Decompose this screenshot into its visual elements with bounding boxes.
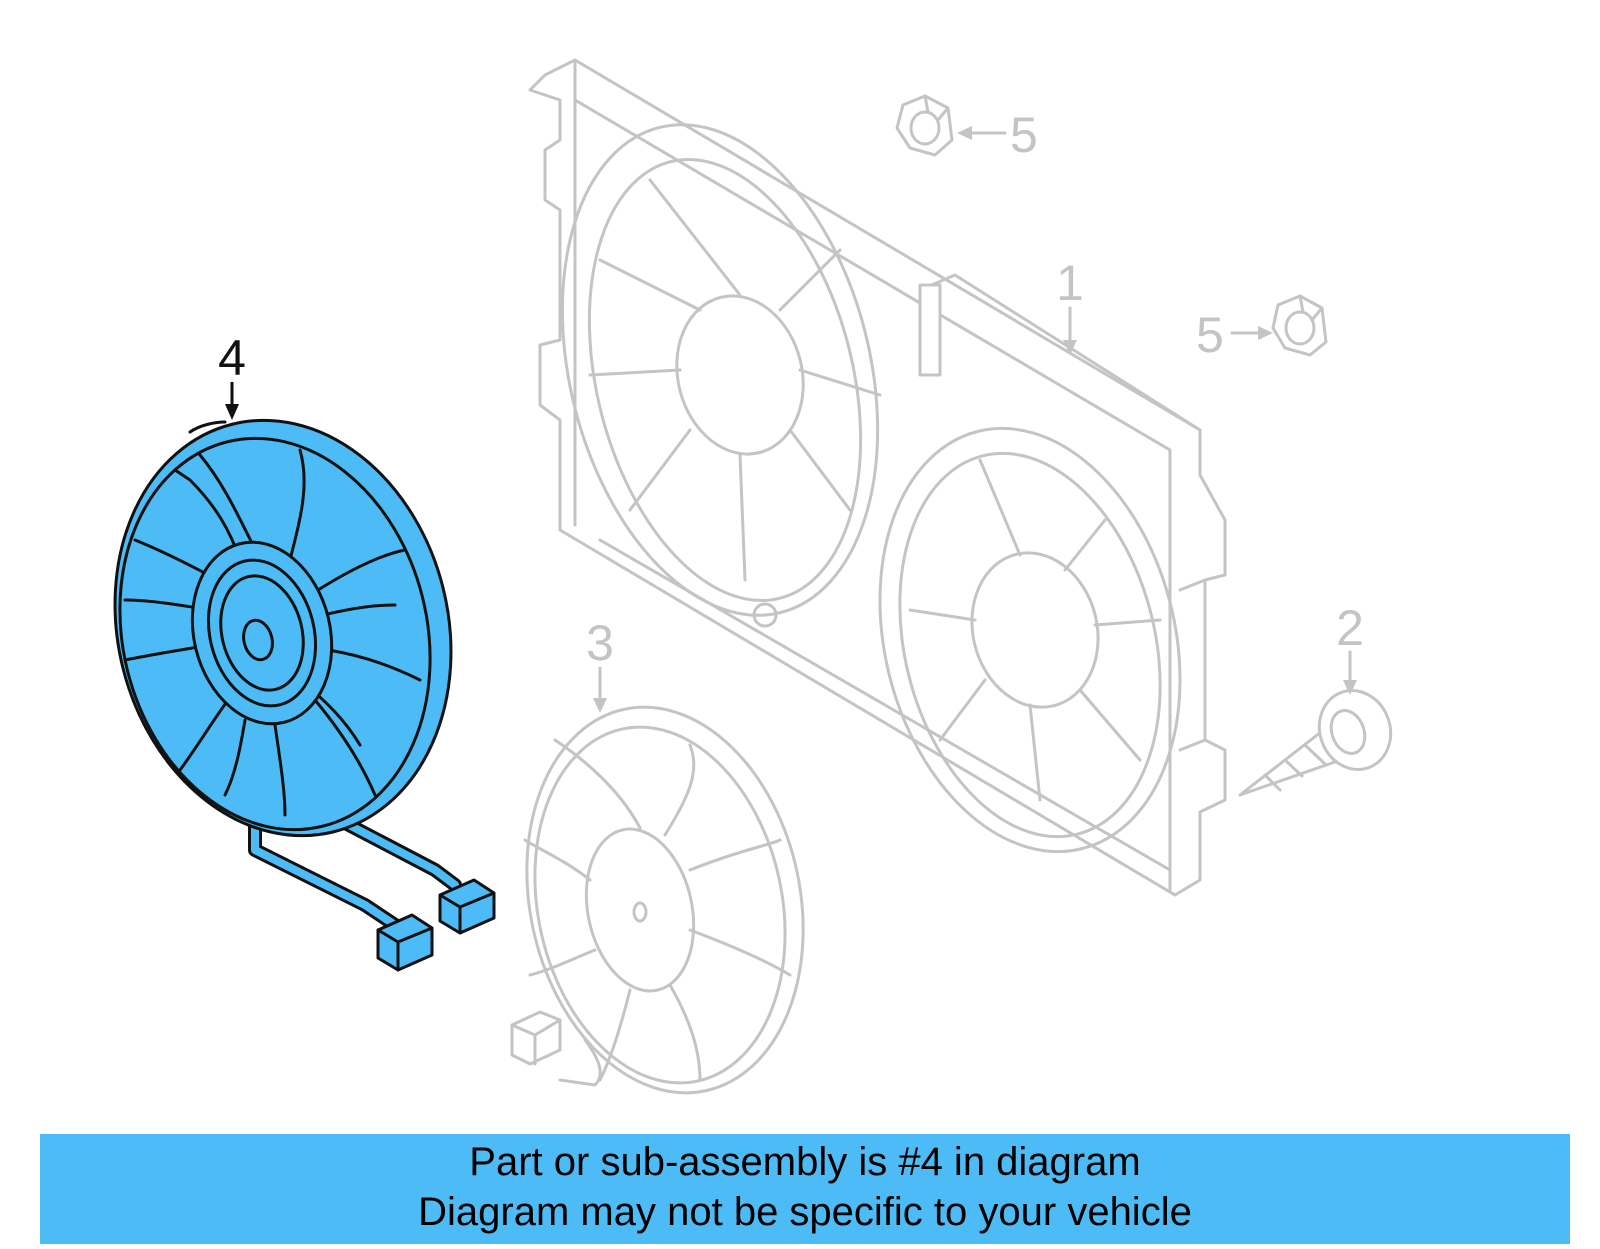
banner-line-disclaimer: Diagram may not be specific to your vehi… (418, 1190, 1192, 1234)
callout-1: 1 (1056, 255, 1084, 355)
callout-4: 4 (218, 330, 246, 420)
callout-5-top: 5 (957, 107, 1038, 163)
callout-2: 2 (1336, 600, 1364, 695)
cooling-fan-part-4[interactable] (72, 384, 496, 972)
callout-label-2: 2 (1336, 600, 1364, 656)
fan-shroud-part-1[interactable] (514, 58, 1227, 897)
callout-label-4: 4 (218, 330, 246, 386)
screw-part-2[interactable] (1238, 680, 1402, 797)
callout-label-3: 3 (586, 615, 614, 671)
callout-5-right: 5 (1196, 307, 1273, 363)
electrical-connector (376, 913, 434, 972)
electrical-connector (438, 878, 496, 935)
callout-label-1: 1 (1056, 255, 1084, 311)
nut-part-5-right[interactable] (1271, 294, 1328, 357)
callout-3: 3 (586, 615, 614, 713)
parts-diagram: 1 2 3 4 5 5 (72, 58, 1402, 1119)
fan-hub (190, 540, 334, 726)
callout-label-5-right: 5 (1196, 307, 1224, 363)
callout-label-5-top: 5 (1010, 107, 1038, 163)
part-info-banner: Part or sub-assembly is #4 in diagram Di… (40, 1134, 1570, 1244)
banner-line-part-number: Part or sub-assembly is #4 in diagram (469, 1140, 1141, 1184)
fan-assembly-part-3[interactable] (492, 681, 837, 1119)
nut-part-5-top[interactable] (895, 94, 954, 157)
